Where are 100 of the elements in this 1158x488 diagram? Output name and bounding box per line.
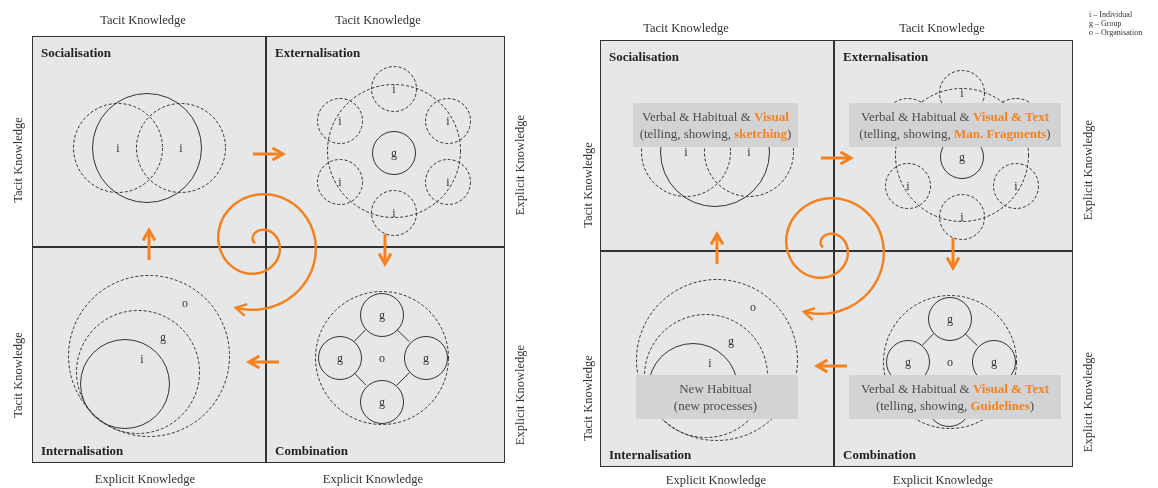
dashed-circle (327, 84, 461, 218)
circle-letter: i (140, 353, 144, 365)
circle-letter: i (392, 207, 396, 219)
note-text: New Habitual (679, 380, 752, 397)
note-text: (telling, showing, Guidelines) (875, 397, 1035, 414)
quadrant-heading: Combination (843, 445, 916, 464)
dashed-circle (993, 163, 1039, 209)
quadrant-heading: Socialisation (609, 48, 680, 66)
circle-letter: o (379, 352, 385, 364)
quadrant-heading: Socialisation (41, 44, 112, 62)
circle-letter: g (337, 352, 343, 364)
solid-circle (360, 293, 404, 337)
circle-letter: g (160, 331, 166, 343)
dashed-circle (636, 279, 798, 441)
quadrant-heading: Externalisation (275, 44, 361, 62)
circle-letter: i (1014, 180, 1018, 192)
circle-letter: i (116, 142, 120, 154)
quadrant-panel (600, 251, 834, 467)
circle-letter: i (446, 115, 450, 127)
axis-label: Explicit Knowledge (1081, 119, 1095, 221)
quadrant-panel (32, 36, 266, 247)
flow-arrow (253, 146, 285, 162)
circle-letter: g (391, 147, 397, 159)
quadrant-panel (600, 40, 834, 251)
note-text: Verbal & Habitual & Visual & Text (861, 380, 1049, 397)
axis-label: Tacit Knowledge (581, 355, 595, 441)
axis-label: Tacit Knowledge (335, 13, 421, 27)
circle-letter: g (728, 335, 734, 347)
spiral-arrow (216, 192, 318, 317)
dashed-circle (76, 310, 200, 434)
spiral-arrow (784, 196, 886, 321)
dashed-circle (317, 159, 363, 205)
flow-arrow (247, 354, 279, 370)
dashed-circle (136, 103, 226, 193)
axis-label: Tacit Knowledge (11, 332, 25, 418)
axis-label: Explicit Knowledge (94, 472, 196, 486)
circle-letter: g (947, 313, 953, 325)
solid-circle (92, 93, 202, 203)
circle-letter: o (947, 356, 953, 368)
axis-label: Explicit Knowledge (513, 344, 527, 446)
flow-arrow (945, 238, 961, 270)
dashed-circle (939, 194, 985, 240)
connector-line (921, 333, 935, 346)
circle-letter: i (960, 211, 964, 223)
flow-arrow (821, 150, 853, 166)
legend-text: o – Organisation (1089, 29, 1143, 37)
dashed-circle (73, 103, 163, 193)
connector-line (396, 372, 410, 386)
circle-letter: i (960, 87, 964, 99)
solid-circle (928, 297, 972, 341)
note-text: Verbal & Habitual & Visual (642, 108, 789, 125)
legend-text: g – Group (1089, 20, 1122, 28)
solid-circle (404, 336, 448, 380)
circle-letter: i (747, 147, 751, 158)
note-text: Verbal & Habitual & Visual & Text (861, 108, 1049, 125)
flow-arrow (815, 358, 847, 374)
axis-label: Explicit Knowledge (1081, 351, 1095, 453)
dashed-circle (68, 275, 230, 437)
legend-text: i – Individual (1089, 11, 1133, 19)
circle-letter: i (179, 142, 183, 154)
dashed-circle (644, 314, 768, 438)
flow-arrow (141, 228, 157, 260)
quadrant-heading: Combination (275, 441, 348, 460)
circle-letter: i (446, 176, 450, 188)
connector-line (396, 328, 410, 343)
note-box (849, 103, 1061, 147)
connector-line (964, 332, 978, 347)
quadrant-heading: Externalisation (843, 48, 929, 66)
note-box (633, 103, 798, 147)
circle-letter: g (423, 352, 429, 364)
circle-letter: g (905, 356, 911, 368)
circle-letter: i (708, 357, 712, 369)
axis-label: Tacit Knowledge (581, 142, 595, 228)
flow-arrow (709, 232, 725, 264)
note-text: (telling, showing, Man. Fragments) (859, 125, 1051, 142)
quadrant-heading: Internalisation (41, 441, 124, 460)
quadrant-panel (266, 36, 505, 247)
circle-letter: i (684, 147, 688, 158)
quadrant-panel (32, 247, 266, 463)
circle-letter: i (392, 83, 396, 95)
note-text: (telling, showing, sketching) (639, 125, 792, 142)
quadrant-panel (266, 247, 505, 463)
dashed-circle (425, 159, 471, 205)
note-box (849, 375, 1061, 419)
axis-label: Tacit Knowledge (100, 13, 186, 27)
circle-letter: i (338, 176, 342, 188)
axis-label: Tacit Knowledge (899, 21, 985, 35)
dashed-circle (371, 66, 417, 112)
axis-label: Explicit Knowledge (513, 114, 527, 216)
quadrant-panel (834, 40, 1073, 251)
note-text: (new processes) (673, 397, 758, 414)
connector-line (353, 372, 367, 386)
circle-letter: i (906, 180, 910, 192)
solid-circle (360, 380, 404, 424)
quadrant-heading: Internalisation (609, 445, 692, 464)
axis-label: Tacit Knowledge (643, 21, 729, 35)
flow-arrow (377, 234, 393, 266)
dashed-circle (317, 98, 363, 144)
circle-letter: g (379, 396, 385, 408)
axis-label: Explicit Knowledge (665, 473, 767, 487)
